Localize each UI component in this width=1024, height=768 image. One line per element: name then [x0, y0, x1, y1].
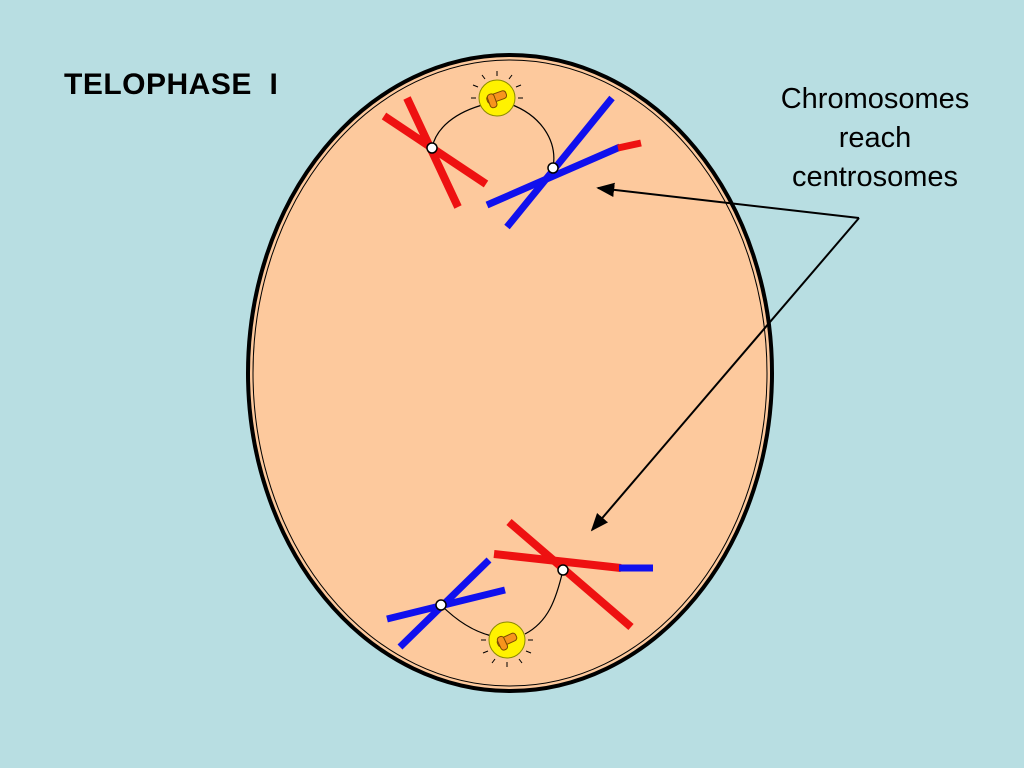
callout-line: centrosomes: [791, 161, 958, 193]
centrosome-icon: [481, 621, 533, 667]
chromosome-red-bottom: [493, 518, 653, 631]
centromere: [435, 599, 447, 611]
cell-body: [246, 53, 774, 693]
callout-line: reach: [838, 122, 912, 154]
spindle-fiber: [509, 103, 555, 169]
spindle-fiber: [440, 604, 493, 637]
centromere: [547, 162, 559, 174]
slide-title: TELOPHASE I: [64, 68, 279, 101]
callout-line: Chromosomes: [780, 83, 970, 115]
spindle-fiber: [524, 569, 564, 635]
arrow-icon: [590, 182, 860, 532]
centromere: [426, 142, 438, 154]
callout-label: Chromosomes reach centrosomes: [740, 80, 1010, 197]
chromosome-blue-bottom: [386, 557, 506, 650]
cell-inner-outline: [252, 59, 768, 687]
centrosome-icon: [471, 71, 523, 117]
centromere: [557, 564, 569, 576]
chromosome-blue-top: [485, 95, 642, 230]
chromosome-red-top: [381, 96, 489, 209]
